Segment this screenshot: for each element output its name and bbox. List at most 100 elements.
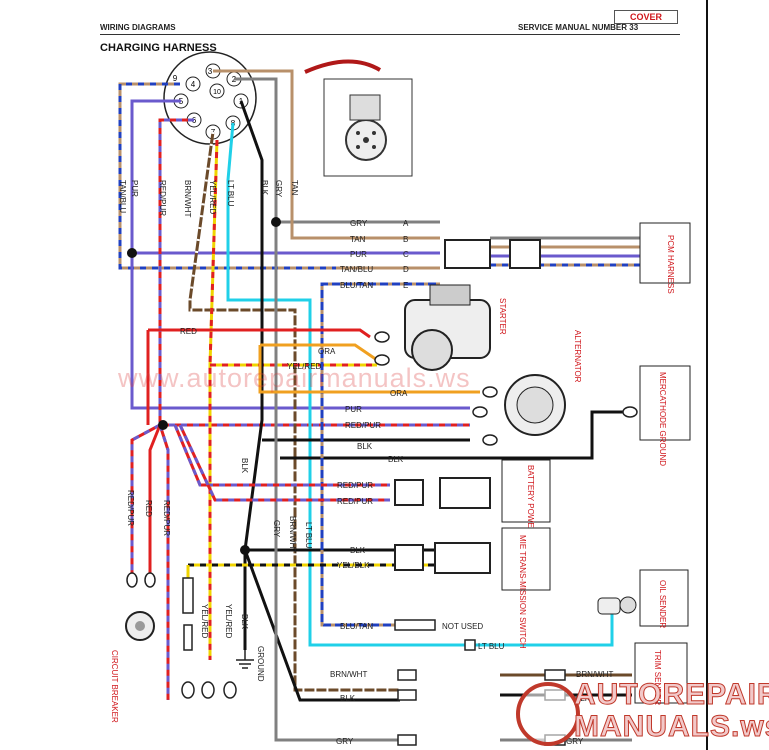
connector-photo (304, 59, 413, 177)
svg-text:BLK: BLK (240, 614, 249, 630)
logo-circle-icon (516, 682, 580, 746)
svg-text:BLK: BLK (350, 546, 366, 555)
alternator-label: ALTERNATOR (573, 330, 582, 383)
svg-text:BLU/TAN: BLU/TAN (340, 281, 373, 290)
pcm-plug: PCM HARNESS (444, 222, 691, 294)
svg-text:BLK: BLK (388, 455, 404, 464)
pcm-wire-labels: GRY TAN PUR TAN/BLU BLU/TAN A B C D E (340, 219, 409, 290)
svg-text:RED/PUR: RED/PUR (337, 481, 373, 490)
bottom-terminals (181, 577, 237, 699)
svg-text:GRY: GRY (350, 219, 368, 228)
svg-text:YEL/RED: YEL/RED (200, 604, 209, 638)
starter: STARTER (404, 284, 507, 371)
svg-text:E: E (403, 281, 408, 290)
label-pur: PUR (130, 180, 139, 197)
svg-text:C: C (403, 250, 409, 259)
label-gry: GRY (274, 180, 283, 198)
watermark-text: www.autorepairmanuals.ws (118, 363, 471, 393)
alternator: ALTERNATOR (504, 330, 582, 436)
pin-10 (209, 83, 225, 99)
svg-text:BLU/TAN: BLU/TAN (340, 622, 373, 631)
pin-label: 10 (213, 89, 221, 96)
page-right-border (706, 0, 708, 750)
svg-text:ORA: ORA (390, 389, 408, 398)
circuit-breaker: CIRCUIT BREAKER (110, 611, 155, 723)
battery-connector: BATTERY POWER (394, 459, 551, 534)
svg-text:ORA: ORA (318, 347, 336, 356)
svg-text:A: A (403, 219, 409, 228)
splice-points (127, 217, 281, 555)
svg-text:BRN/WHT: BRN/WHT (330, 670, 367, 679)
label-brn-wht: BRN/WHT (183, 180, 192, 217)
middle-wire-labels: RED ORA YEL/RED ORA PUR RED/PUR BLK BLK … (180, 327, 613, 746)
svg-text:RED: RED (180, 327, 197, 336)
svg-text:BATTERY POWER: BATTERY POWER (526, 465, 535, 534)
header-rule (100, 34, 680, 35)
pin-4 (185, 76, 201, 92)
svg-text:TAN: TAN (350, 235, 366, 244)
label-tan: TAN (290, 180, 299, 196)
svg-text:BLK: BLK (575, 694, 591, 703)
svg-text:RED/PUR: RED/PUR (337, 497, 373, 506)
pcm-label: PCM HARNESS (666, 235, 675, 294)
svg-text:NOT USED: NOT USED (442, 622, 483, 631)
section-label: WIRING DIAGRAMS (100, 23, 176, 32)
label-red-pur: RED/PUR (158, 180, 167, 216)
pin-label: 4 (191, 80, 196, 89)
ring-terminals (126, 331, 638, 588)
svg-text:GRY: GRY (272, 520, 281, 538)
svg-text:RED/PUR: RED/PUR (345, 421, 381, 430)
svg-text:BLK: BLK (240, 458, 249, 474)
svg-text:MIE TRANS-MISSION SWITCH: MIE TRANS-MISSION SWITCH (518, 535, 527, 649)
top-wire-labels: TAN/BLU PUR RED/PUR BRN/WHT YEL/RED LT B… (118, 180, 299, 217)
main-connector: 3 2 4 10 1 5 6 7 8 9 (163, 51, 257, 145)
svg-text:BRN/WHT: BRN/WHT (576, 670, 613, 679)
oil-sender: OIL SENDER (597, 569, 689, 628)
svg-text:GRY: GRY (336, 737, 354, 746)
svg-text:TAN/BLU: TAN/BLU (340, 265, 373, 274)
svg-text:BLK: BLK (340, 694, 356, 703)
mercathode-box: MERCATHODE GROUND (639, 365, 691, 466)
label-blk: BLK (260, 180, 269, 196)
ground-symbol (236, 650, 254, 669)
svg-text:GROUND: GROUND (256, 646, 265, 682)
label-tan-blu: TAN/BLU (118, 180, 127, 213)
mie-switch-connector: MIE TRANS-MISSION SWITCH (394, 527, 551, 649)
svg-text:OIL SENDER: OIL SENDER (658, 580, 667, 628)
svg-text:YEL/RED: YEL/RED (287, 362, 321, 371)
pin-label: 6 (192, 116, 197, 125)
svg-text:RED/PUR: RED/PUR (126, 490, 135, 526)
svg-text:LT BLU: LT BLU (304, 522, 313, 549)
watermark-logo: AUTOREPAIR MANUALS.ws (508, 672, 769, 746)
pin-label: 3 (208, 67, 213, 76)
pin-label: 5 (179, 97, 184, 106)
svg-text:TRIM SENDER: TRIM SENDER (653, 650, 662, 705)
trim-sender-box: TRIM SENDER (634, 642, 688, 705)
svg-text:RED/PUR: RED/PUR (162, 500, 171, 536)
svg-text:LT BLU: LT BLU (478, 642, 505, 651)
svg-text:YEL/BLK: YEL/BLK (337, 561, 370, 570)
starter-label: STARTER (498, 298, 507, 335)
logo-line2: MANUALS.ws (573, 710, 769, 744)
label-yel-red: YEL/RED (208, 180, 217, 214)
page-title: CHARGING HARNESS (100, 42, 217, 54)
manual-number: SERVICE MANUAL NUMBER 33 (518, 23, 639, 32)
svg-text:YEL/RED: YEL/RED (224, 604, 233, 638)
bottom-wire-labels: RED/PUR RED RED/PUR BLK GRY BRN/WHT LT B… (126, 458, 313, 682)
svg-text:CIRCUIT BREAKER: CIRCUIT BREAKER (110, 650, 119, 723)
svg-text:RED: RED (144, 500, 153, 517)
cover-button[interactable]: COVER (614, 10, 678, 24)
svg-text:BRN/WHT: BRN/WHT (288, 516, 297, 553)
svg-text:PUR: PUR (345, 405, 362, 414)
label-lt-blu: LT BLU (226, 180, 235, 207)
svg-text:GRY: GRY (566, 737, 584, 746)
svg-text:B: B (403, 235, 408, 244)
svg-text:MERCATHODE GROUND: MERCATHODE GROUND (658, 372, 667, 466)
logo-line1: AUTOREPAIR (574, 678, 769, 712)
pin-label: 9 (173, 74, 178, 83)
svg-text:PUR: PUR (350, 250, 367, 259)
svg-text:BLK: BLK (357, 442, 373, 451)
svg-text:D: D (403, 265, 409, 274)
